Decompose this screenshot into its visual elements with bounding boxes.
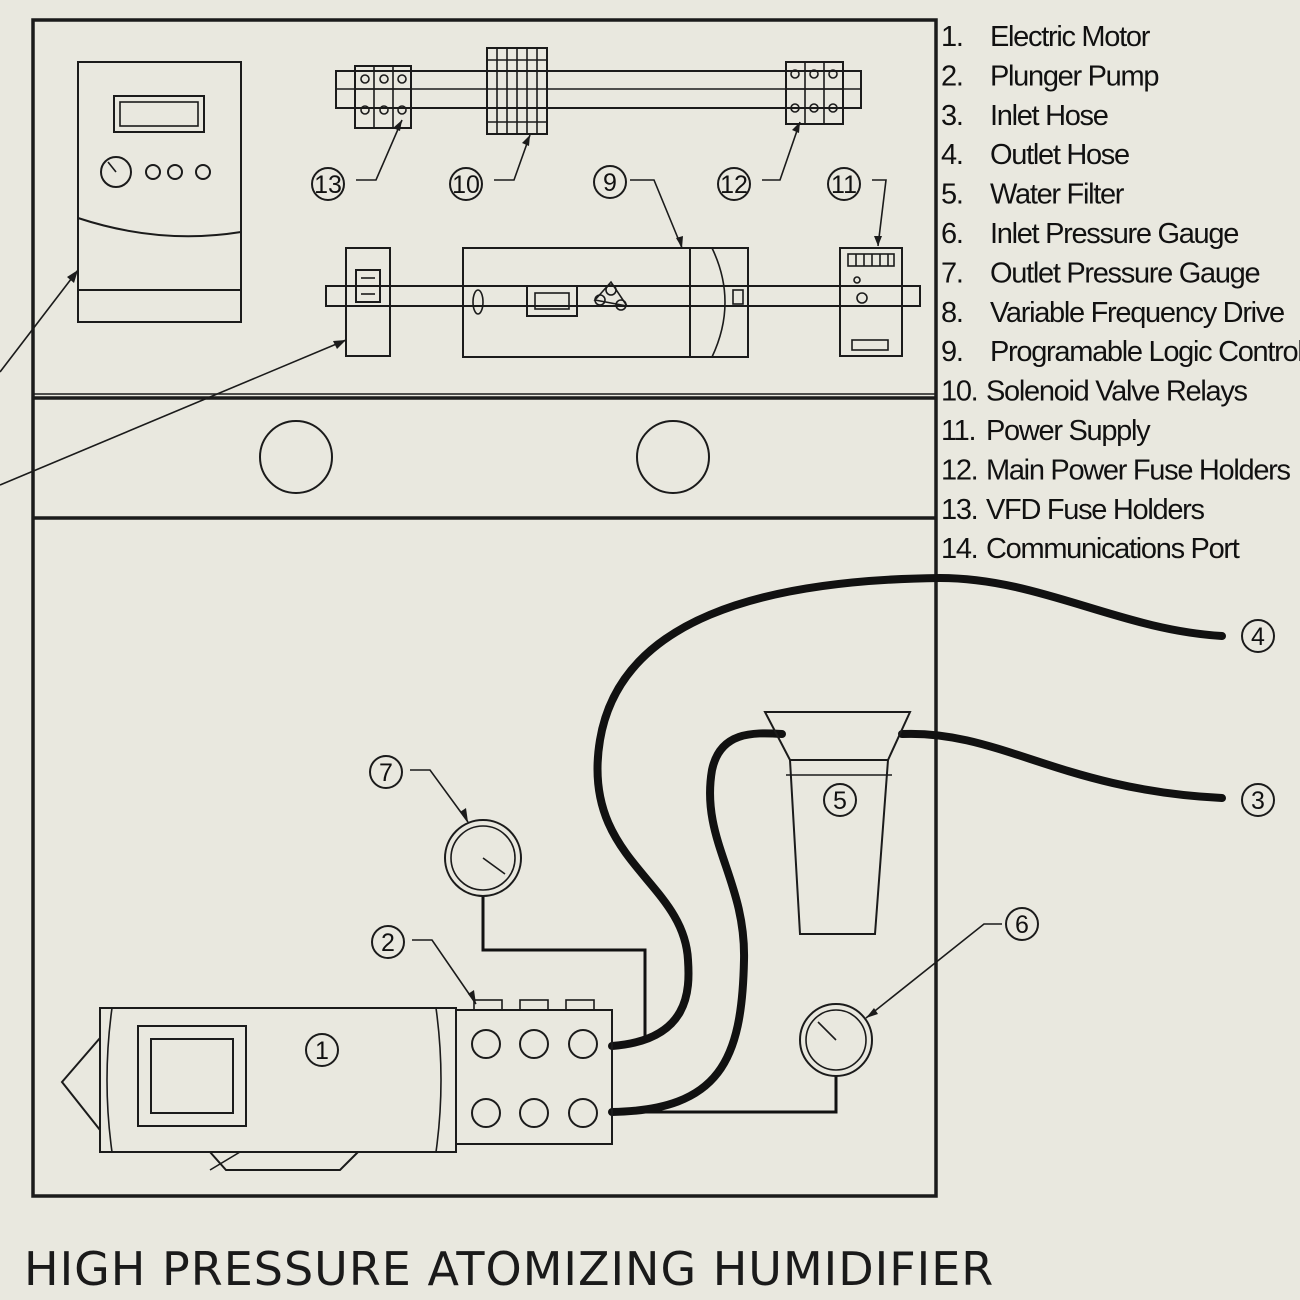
callout-9-number: 9	[603, 169, 617, 197]
vfd-fuse-holders	[354, 65, 412, 129]
legend-item-number: 4.	[941, 139, 963, 171]
gauge-wires	[481, 895, 838, 1114]
legend-item-label: VFD Fuse Holders	[986, 494, 1205, 526]
legend-item-label: Solenoid Valve Relays	[986, 376, 1248, 408]
callout-6-number: 6	[1015, 911, 1029, 939]
legend-item-number: 14.	[941, 533, 977, 565]
callout-2-number: 2	[381, 929, 395, 957]
legend-item: 5. Water Filter	[941, 179, 1126, 211]
solenoid-valve-relays	[486, 47, 548, 135]
callout-13-number: 13	[314, 171, 342, 199]
legend-item-label: Inlet Hose	[990, 100, 1108, 132]
callout-10-number: 10	[452, 171, 480, 199]
legend-item-label: Power Supply	[986, 415, 1151, 447]
callout-3-number: 3	[1251, 787, 1265, 815]
legend-item-label: Plunger Pump	[990, 60, 1158, 92]
leader-lines-external	[0, 269, 347, 486]
inlet-pressure-gauge	[799, 1003, 873, 1077]
legend-item: 10. Solenoid Valve Relays	[941, 376, 1249, 408]
legend-item: 9. Programable Logic Controller	[941, 336, 1300, 368]
diagram-title: HIGH PRESSURE ATOMIZING HUMIDIFIER	[24, 1242, 994, 1296]
outlet-hose	[593, 574, 1226, 1050]
callout-leaders	[356, 119, 1002, 1019]
legend-item-label: Outlet Hose	[990, 139, 1129, 171]
water-filter	[763, 711, 912, 935]
callout-11: 11	[827, 167, 861, 201]
legend-item: 7. Outlet Pressure Gauge	[941, 257, 1261, 289]
outlet-pressure-gauge	[444, 819, 522, 897]
callout-9: 9	[593, 165, 627, 199]
legend-item-number: 1.	[941, 21, 963, 53]
legend-item-number: 12.	[941, 454, 977, 486]
legend-item-label: Electric Motor	[990, 21, 1151, 53]
upper-din-rail	[335, 47, 862, 135]
variable-frequency-drive	[77, 61, 242, 323]
callout-10: 10	[449, 167, 483, 201]
legend-item: 8. Variable Frequency Drive	[941, 297, 1285, 329]
callout-1: 1	[305, 1033, 339, 1067]
legend-item-number: 6.	[941, 218, 963, 250]
callout-7-number: 7	[379, 759, 393, 787]
legend-item-label: Main Power Fuse Holders	[986, 454, 1291, 486]
panel-knobs	[259, 420, 710, 494]
legend-item-label: Variable Frequency Drive	[990, 297, 1284, 329]
legend-item: 4. Outlet Hose	[941, 139, 1130, 171]
power-supply	[839, 247, 903, 357]
legend-item-number: 3.	[941, 100, 963, 132]
legend-item: 6. Inlet Pressure Gauge	[941, 218, 1240, 250]
legend-item-number: 10.	[941, 376, 977, 408]
legend-item: 11. Power Supply	[941, 415, 1152, 447]
callout-7: 7	[369, 755, 403, 789]
legend-item: 14. Communications Port	[941, 533, 1241, 565]
legend-item-label: Inlet Pressure Gauge	[990, 218, 1238, 250]
electric-motor	[60, 1007, 457, 1171]
legend-item-label: Outlet Pressure Gauge	[990, 257, 1259, 289]
legend-item-label: Communications Port	[986, 533, 1240, 565]
hoses	[593, 574, 1226, 1116]
legend-item-number: 5.	[941, 179, 963, 211]
legend-item: 1. Electric Motor	[941, 21, 1152, 53]
legend-item: 3. Inlet Hose	[941, 100, 1109, 132]
callout-1-number: 1	[315, 1037, 329, 1065]
callout-5-number: 5	[833, 787, 847, 815]
callout-6: 6	[1005, 907, 1039, 941]
cabinet-frame	[31, 18, 938, 1198]
legend-item-number: 2.	[941, 60, 963, 92]
callout-4: 4	[1241, 619, 1275, 653]
legend-item-number: 7.	[941, 257, 963, 289]
legend-item: 13. VFD Fuse Holders	[941, 494, 1206, 526]
legend-item-label: Water Filter	[990, 179, 1125, 211]
inlet-hose	[898, 729, 1226, 802]
legend-item: 2. Plunger Pump	[941, 60, 1160, 92]
callout-13: 13	[311, 167, 345, 201]
legend-item-number: 8.	[941, 297, 963, 329]
inlet-hose-to-filter	[608, 729, 786, 1116]
lower-din-rail	[325, 247, 921, 358]
legend-item-number: 9.	[941, 336, 963, 368]
legend-item-label: Programable Logic Controller	[990, 336, 1300, 368]
callouts: 13 10 9 12 11 7 2 1	[305, 165, 1275, 1067]
callout-3: 3	[1241, 783, 1275, 817]
callout-12: 12	[717, 167, 751, 201]
plunger-pump	[455, 999, 613, 1145]
legend: 1. Electric Motor 2. Plunger Pump 3. Inlet Ho…	[941, 21, 1300, 565]
legend-item-number: 13.	[941, 494, 977, 526]
callout-11-number: 11	[831, 171, 857, 199]
main-power-fuse-holders	[785, 61, 844, 125]
legend-item-number: 11.	[941, 415, 975, 447]
callout-2: 2	[371, 925, 405, 959]
legend-item: 12. Main Power Fuse Holders	[941, 454, 1292, 486]
callout-12-number: 12	[720, 171, 748, 199]
programable-logic-controller	[462, 247, 749, 358]
callout-4-number: 4	[1251, 623, 1265, 651]
communications-port	[345, 247, 391, 357]
callout-5: 5	[823, 783, 857, 817]
